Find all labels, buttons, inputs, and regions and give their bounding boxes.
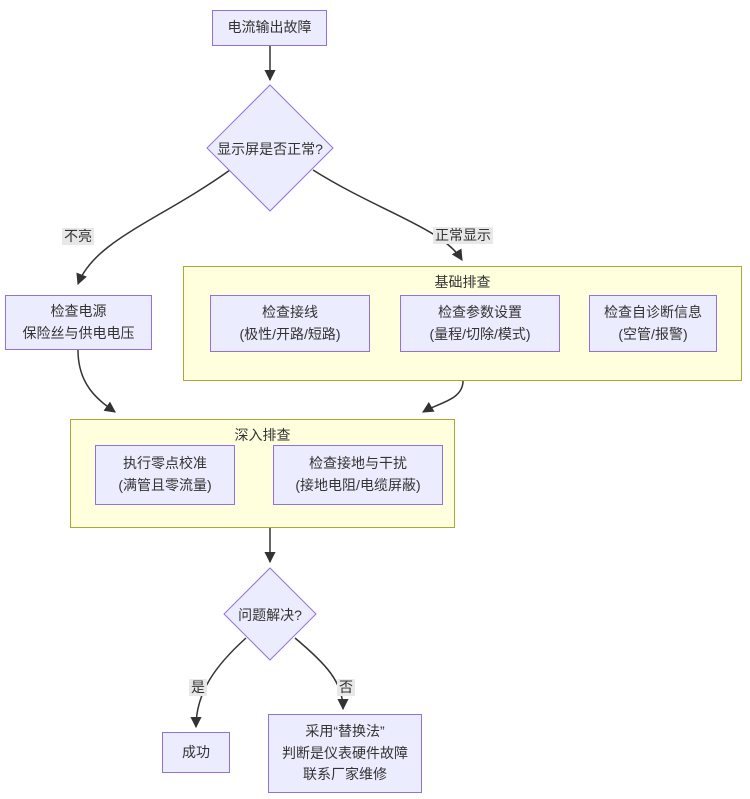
node-check-params-line1: 检查参数设置 xyxy=(438,303,522,320)
node-check-power: 检查电源 保险丝与供电电压 xyxy=(5,295,152,350)
node-replacement-line3: 联系厂家维修 xyxy=(303,766,387,783)
node-check-diagnostics-line2: (空管/报警) xyxy=(618,325,688,342)
node-check-power-line2: 保险丝与供电电压 xyxy=(22,324,135,341)
node-check-grounding-line1: 检查接地与干扰 xyxy=(309,455,407,472)
node-success-label: 成功 xyxy=(182,743,210,760)
node-replacement-line1: 采用“替换法” xyxy=(305,722,385,739)
node-zero-calibration: 执行零点校准 (满管且零流量) xyxy=(95,445,235,505)
node-check-grounding: 检查接地与干扰 (接地电阻/电缆屏蔽) xyxy=(273,445,443,505)
diamond-problem-solved-label: 问题解决? xyxy=(238,607,302,623)
diamond-problem-solved-shape xyxy=(223,567,317,661)
edge-label-off: 不亮 xyxy=(62,228,94,245)
subgraph-basic-title: 基础排查 xyxy=(434,274,491,290)
edge-solved-to-success xyxy=(190,637,247,729)
edge-label-no: 否 xyxy=(337,679,355,696)
node-zero-calibration-line2: (满管且零流量) xyxy=(118,477,212,493)
subgraph-deep-title: 深入排查 xyxy=(234,427,291,443)
node-replacement-line2: 判断是仪表硬件故障 xyxy=(282,744,408,761)
node-check-diagnostics-line1: 检查自诊断信息 xyxy=(604,303,702,320)
edge-display-to-power xyxy=(76,169,231,286)
edge-display-to-basic xyxy=(312,169,463,261)
node-current-output-fault-label: 电流输出故障 xyxy=(227,19,312,36)
node-current-output-fault: 电流输出故障 xyxy=(212,10,327,46)
diamond-display-normal-label: 显示屏是否正常? xyxy=(217,141,323,157)
node-check-wiring-line2: (极性/开路/短路) xyxy=(239,325,341,342)
node-check-power-line1: 检查电源 xyxy=(50,302,107,319)
node-check-wiring-line1: 检查接线 xyxy=(262,303,318,320)
node-success: 成功 xyxy=(162,732,230,773)
node-check-wiring: 检查接线 (极性/开路/短路) xyxy=(210,295,370,352)
edge-solved-to-replace xyxy=(294,637,349,711)
edge-label-normal-display: 正常显示 xyxy=(433,227,493,244)
edge-label-yes: 是 xyxy=(189,679,207,696)
node-check-grounding-line2: (接地电阻/电缆屏蔽) xyxy=(295,477,421,493)
node-check-params-line2: (量程/切除/模式) xyxy=(429,325,531,342)
edge-power-to-deep xyxy=(77,349,116,413)
node-replacement-method: 采用“替换法” 判断是仪表硬件故障 联系厂家维修 xyxy=(268,714,422,793)
node-zero-calibration-line1: 执行零点校准 xyxy=(123,455,207,472)
diamond-display-normal-shape xyxy=(206,84,334,212)
node-check-params: 检查参数设置 (量程/切除/模式) xyxy=(400,295,560,352)
node-check-diagnostics: 检查自诊断信息 (空管/报警) xyxy=(589,295,717,352)
edge-basic-to-deep xyxy=(422,380,464,413)
